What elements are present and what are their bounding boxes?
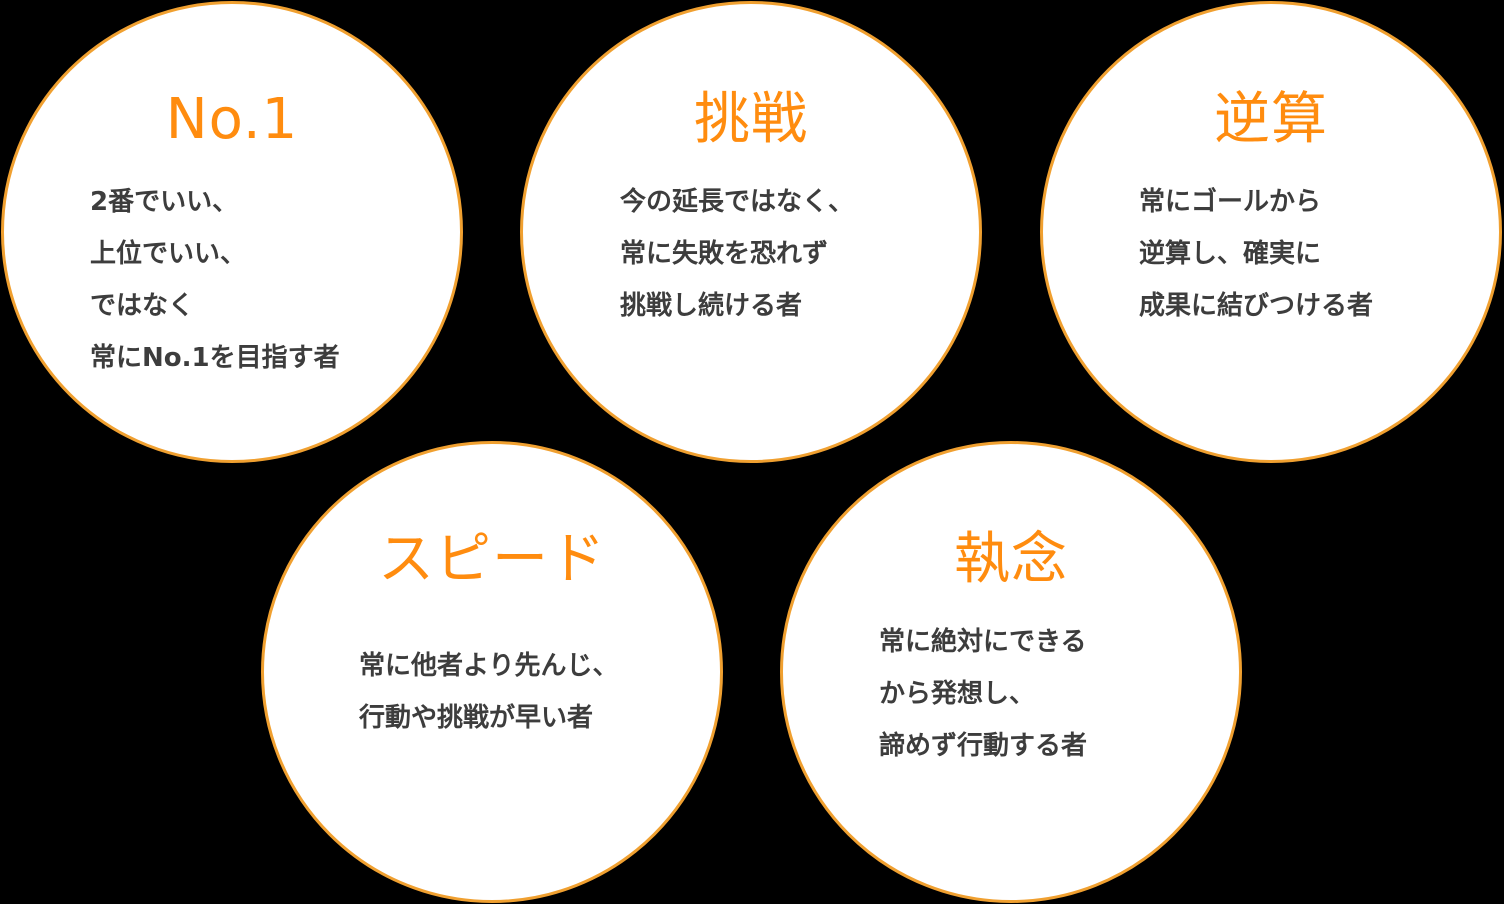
description-line: 常に他者より先んじ、 bbox=[359, 651, 619, 681]
description-line: 常にNo.1を目指す者 bbox=[90, 343, 340, 373]
value-title: 挑戦 bbox=[694, 87, 808, 152]
description-line: 諦めず行動する者 bbox=[879, 731, 1088, 761]
value-description: 常に絶対にできる から発想し、 諦めず行動する者 bbox=[879, 616, 1087, 772]
value-title: スピード bbox=[378, 527, 606, 592]
description-line: から発想し、 bbox=[879, 679, 1036, 709]
value-card-challenge: 挑戦 今の延長ではなく、 常に失敗を恐れず 挑戦し続ける者 bbox=[520, 1, 982, 463]
description-line: 常にゴールから bbox=[1139, 187, 1322, 217]
value-card-no1: No.1 2番でいい、 上位でいい、 ではなく 常にNo.1を目指す者 bbox=[1, 1, 463, 463]
value-description: 2番でいい、 上位でいい、 ではなく 常にNo.1を目指す者 bbox=[90, 176, 340, 384]
description-line: 成果に結びつける者 bbox=[1139, 291, 1374, 321]
description-line: 2番でいい、 bbox=[90, 187, 239, 217]
description-line: 今の延長ではなく、 bbox=[620, 187, 855, 217]
description-line: 挑戦し続ける者 bbox=[620, 291, 803, 321]
value-card-backcasting: 逆算 常にゴールから 逆算し、確実に 成果に結びつける者 bbox=[1040, 1, 1502, 463]
description-line: 常に失敗を恐れず bbox=[620, 239, 829, 269]
value-description: 常にゴールから 逆算し、確実に 成果に結びつける者 bbox=[1139, 176, 1373, 332]
description-line: 逆算し、確実に bbox=[1139, 239, 1322, 269]
value-card-speed: スピード 常に他者より先んじ、 行動や挑戦が早い者 bbox=[261, 441, 723, 903]
description-line: ではなく bbox=[90, 291, 195, 321]
description-line: 常に絶対にできる bbox=[879, 627, 1087, 657]
value-card-tenacity: 執念 常に絶対にできる から発想し、 諦めず行動する者 bbox=[780, 441, 1242, 903]
value-description: 今の延長ではなく、 常に失敗を恐れず 挑戦し続ける者 bbox=[620, 176, 854, 332]
value-description: 常に他者より先んじ、 行動や挑戦が早い者 bbox=[359, 640, 618, 744]
description-line: 上位でいい、 bbox=[90, 239, 247, 269]
value-title: No.1 bbox=[165, 87, 299, 152]
value-title: 逆算 bbox=[1214, 87, 1328, 152]
value-title: 執念 bbox=[954, 527, 1068, 592]
description-line: 行動や挑戦が早い者 bbox=[359, 703, 594, 733]
